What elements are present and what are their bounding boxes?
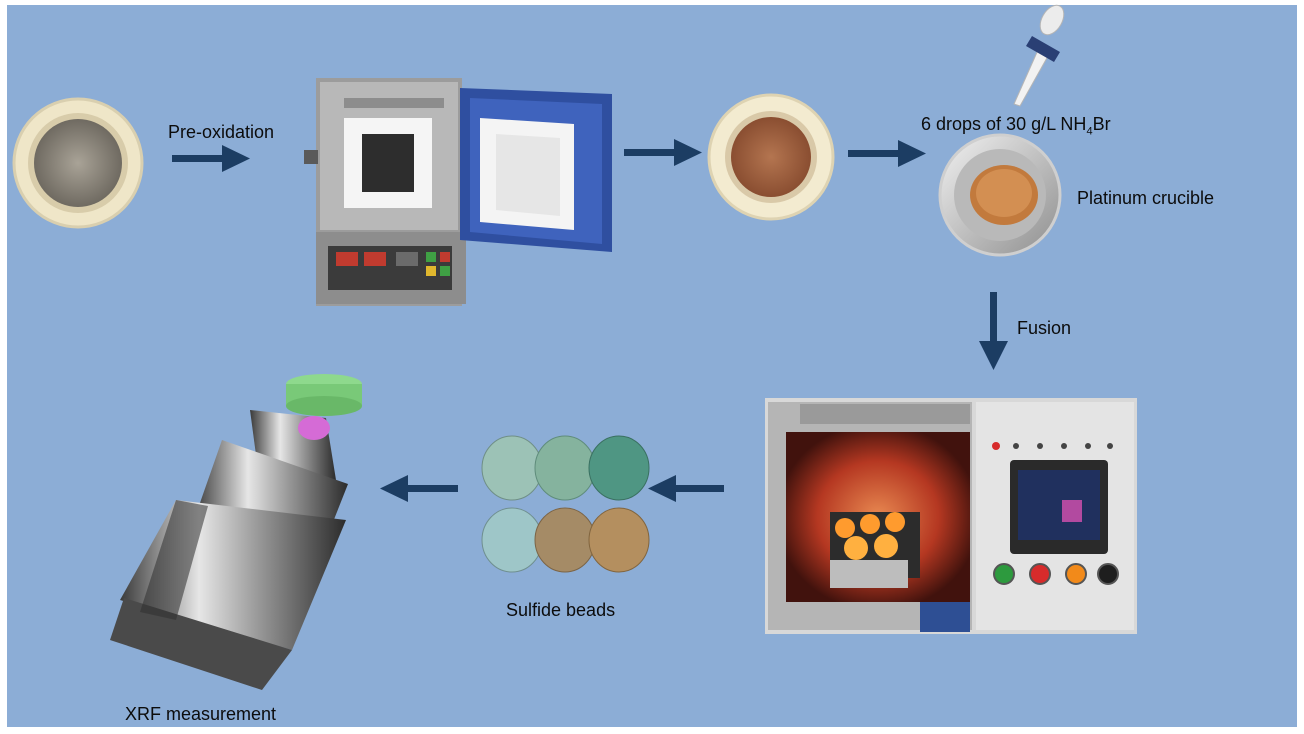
label-pre-oxidation: Pre-oxidation [168, 122, 275, 142]
arrow-to-beads [648, 475, 724, 502]
label-reagent-drops-subscript: 4 [1086, 125, 1093, 138]
oxidized-sample-crucible [707, 93, 835, 221]
dropper-icon [1013, 4, 1065, 107]
raw-sample-crucible [12, 97, 144, 229]
label-sulfide-beads: Sulfide beads [506, 600, 616, 620]
platinum-crucible [938, 133, 1062, 257]
fusion-machine [765, 398, 1137, 634]
label-reagent-drops-text: 6 drops of 30 g/L NH [921, 114, 1087, 134]
arrow-to-xrf [380, 475, 458, 502]
label-reagent-drops: 6 drops of 30 g/L NH4Br [921, 114, 1111, 138]
label-fusion: Fusion [1017, 318, 1072, 338]
label-xrf-measurement: XRF measurement [125, 704, 277, 724]
label-platinum-crucible: Platinum crucible [1077, 188, 1215, 208]
arrow-pre-oxidation [172, 145, 250, 172]
xrf-instrument [110, 374, 362, 690]
arrow-fusion [979, 292, 1008, 370]
label-reagent-drops-suffix: Br [1092, 114, 1111, 134]
arrow-to-platinum [848, 140, 926, 167]
muffle-furnace [304, 78, 612, 306]
arrow-to-oxidized [624, 139, 702, 166]
sulfide-beads [481, 435, 650, 573]
